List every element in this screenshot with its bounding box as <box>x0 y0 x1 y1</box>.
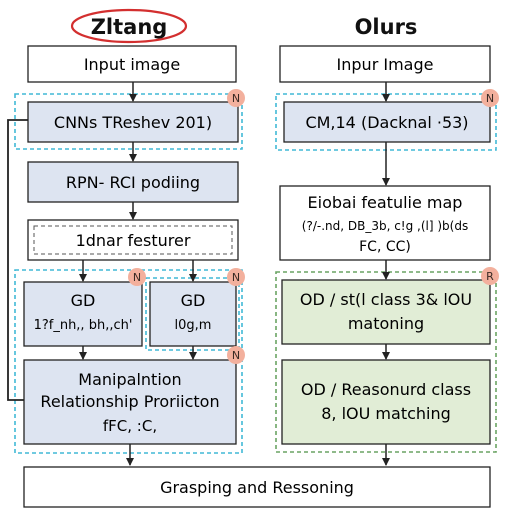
right-global-line3: FC, CC) <box>359 239 411 255</box>
left-input-box <box>27 45 237 83</box>
left-feature-outer-box <box>27 219 239 261</box>
right-od1-box <box>281 279 491 345</box>
svg-text:N: N <box>232 271 240 284</box>
left-manipulation-line1: Manipalntion <box>78 370 181 389</box>
left-input-label: Input image <box>84 55 180 74</box>
badge-right-od: R <box>481 267 499 285</box>
right-cm-box <box>283 101 491 143</box>
left-column-title: Zltang <box>91 15 168 39</box>
right-od2-line1: OD / Reasonurd class <box>301 380 471 399</box>
left-cnn-box <box>27 101 239 143</box>
right-input-label: Inpur Image <box>337 55 434 74</box>
title-highlight-ellipse <box>70 8 188 44</box>
left-gd2-title: GD <box>181 291 206 310</box>
right-cm-label: CM,14 (Dacknal ·53) <box>305 113 468 132</box>
badge-right-cm: N <box>481 89 499 107</box>
left-manipulation-line2: Relationship Proriicton <box>40 392 219 411</box>
left-manipulation-box <box>23 359 237 445</box>
right-input-box <box>279 45 491 83</box>
badge-left-cnn: N <box>227 89 245 107</box>
right-global-line1: Eiobai featulie map <box>308 193 463 212</box>
right-column-title: Olurs <box>355 15 418 39</box>
right-od2-line2: 8, lOU matching <box>321 404 451 423</box>
badge-left-manipulation: N <box>227 346 245 364</box>
left-cnn-dashed-region <box>14 93 243 150</box>
right-od2-box <box>281 359 491 445</box>
left-feature-label: 1dnar festurer <box>76 231 191 250</box>
bottom-output-box <box>23 466 491 508</box>
svg-text:N: N <box>232 349 240 362</box>
left-gd1-subtitle: 1?f_nh,, bh,,ch' <box>34 318 133 333</box>
left-rpn-label: RPN- RCI podiing <box>66 173 200 192</box>
right-od-dashed-region <box>275 271 497 453</box>
left-feature-inner-dashed <box>33 225 233 255</box>
left-skip-connection-line <box>7 119 28 401</box>
left-gd2-box <box>149 281 237 347</box>
svg-text:N: N <box>232 92 240 105</box>
svg-text:N: N <box>133 271 141 284</box>
right-od1-line2: matoning <box>348 314 424 333</box>
left-cnn-label: CNNs TReshev 201) <box>54 113 212 132</box>
badge-left-gd2: N <box>227 268 245 286</box>
left-gd1-title: GD <box>71 291 96 310</box>
right-global-line2: (?/-.nd, DB_3b, c!g ,(l] )b(ds <box>302 219 468 233</box>
badge-left-gd1: N <box>128 268 146 286</box>
left-gd2-subtitle: l0g,m <box>175 318 212 333</box>
bottom-output-label: Grasping and Ressoning <box>160 478 354 497</box>
left-manipulation-line3: fFC, :C, <box>103 417 157 435</box>
right-od1-line1: OD / st(l class 3& lOU <box>300 290 472 309</box>
right-global-feature-box <box>279 185 491 261</box>
svg-text:N: N <box>486 92 494 105</box>
svg-text:R: R <box>486 270 494 283</box>
left-rpn-box <box>27 161 239 203</box>
